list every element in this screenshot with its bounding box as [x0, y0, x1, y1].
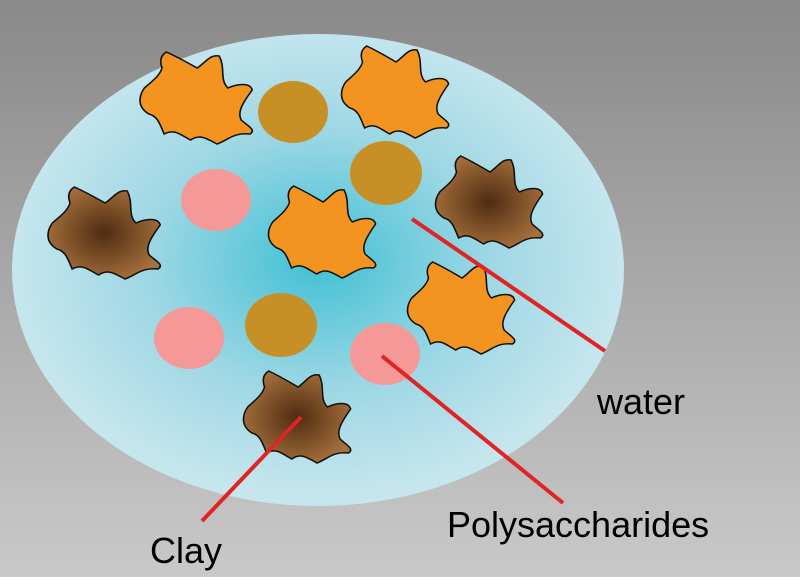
water-label: water	[597, 384, 685, 420]
gold-particle	[350, 141, 422, 205]
polysaccharide-circle	[181, 169, 251, 231]
polysaccharide-circle	[350, 323, 420, 385]
polysaccharides-label: Polysaccharides	[447, 507, 709, 543]
clay-label: Clay	[150, 533, 222, 569]
gold-particle	[245, 293, 317, 357]
gold-particle	[258, 81, 328, 143]
polysaccharide-circle	[154, 307, 224, 369]
